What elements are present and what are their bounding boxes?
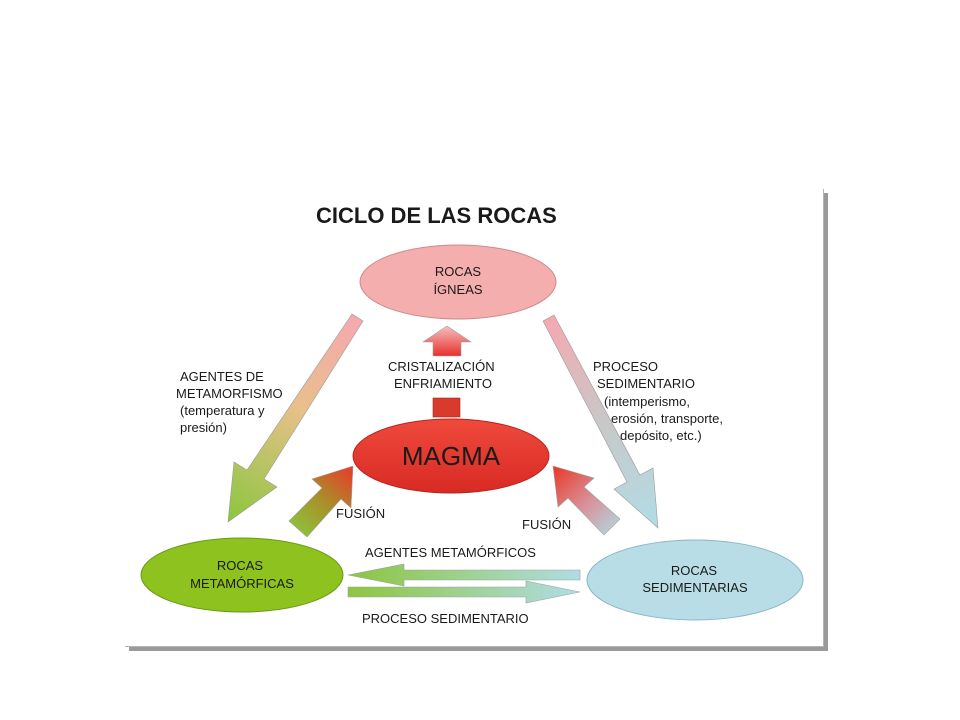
label-agentes-metamorficos: AGENTES METAMÓRFICOS	[365, 545, 536, 560]
label-fusion-right: FUSIÓN	[522, 517, 571, 532]
magma-label: MAGMA	[402, 441, 501, 471]
node-rocas-metamorficas	[140, 537, 344, 613]
label-agentes-metamorfismo-2: METAMORFISMO	[176, 386, 283, 401]
arrow-fusion-right	[552, 465, 621, 536]
label-agentes-metamorfismo-1: AGENTES DE	[180, 369, 264, 384]
arrow-cristalizacion-up	[422, 325, 472, 357]
igneas-label-2: ÍGNEAS	[433, 282, 482, 297]
label-proceso-sedimentario-3: (intemperismo,	[604, 394, 690, 409]
node-rocas-sedimentarias	[586, 539, 804, 621]
label-fusion-left: FUSIÓN	[336, 506, 385, 521]
label-agentes-metamorfismo-4: presión)	[180, 420, 227, 435]
label-proceso-sedimentario-1: PROCESO	[593, 359, 658, 374]
metamorficas-label-2: METAMÓRFICAS	[190, 576, 294, 591]
arrow-fusion-left	[288, 465, 354, 538]
label-proceso-sedimentario-2: SEDIMENTARIO	[597, 376, 695, 391]
label-agentes-metamorfismo-3: (temperatura y	[180, 403, 265, 418]
node-magma	[352, 418, 550, 494]
sedimentarias-label-2: SEDIMENTARIAS	[642, 580, 748, 595]
label-proceso-sedimentario-bottom: PROCESO SEDIMENTARIO	[362, 611, 529, 626]
label-proceso-sedimentario-5: depósito, etc.)	[620, 428, 702, 443]
label-cristalizacion: CRISTALIZACIÓN	[388, 359, 495, 374]
label-proceso-sedimentario-4: erosión, transporte,	[611, 411, 723, 426]
sedimentarias-label-1: ROCAS	[671, 563, 718, 578]
arrow-agentes-metamorficos	[347, 563, 581, 587]
igneas-label-1: ROCAS	[435, 264, 482, 279]
metamorficas-label-1: ROCAS	[217, 558, 264, 573]
label-enfriamiento: ENFRIAMIENTO	[394, 376, 492, 391]
arrow-igneas-to-metamorficas	[227, 313, 364, 523]
arrow-igneas-to-sedimentarias	[542, 314, 659, 529]
node-rocas-igneas	[359, 244, 557, 320]
diagram-title: CICLO DE LAS ROCAS	[316, 203, 557, 228]
magma-block	[432, 397, 461, 418]
arrow-proceso-sedimentario-bottom	[347, 580, 581, 604]
